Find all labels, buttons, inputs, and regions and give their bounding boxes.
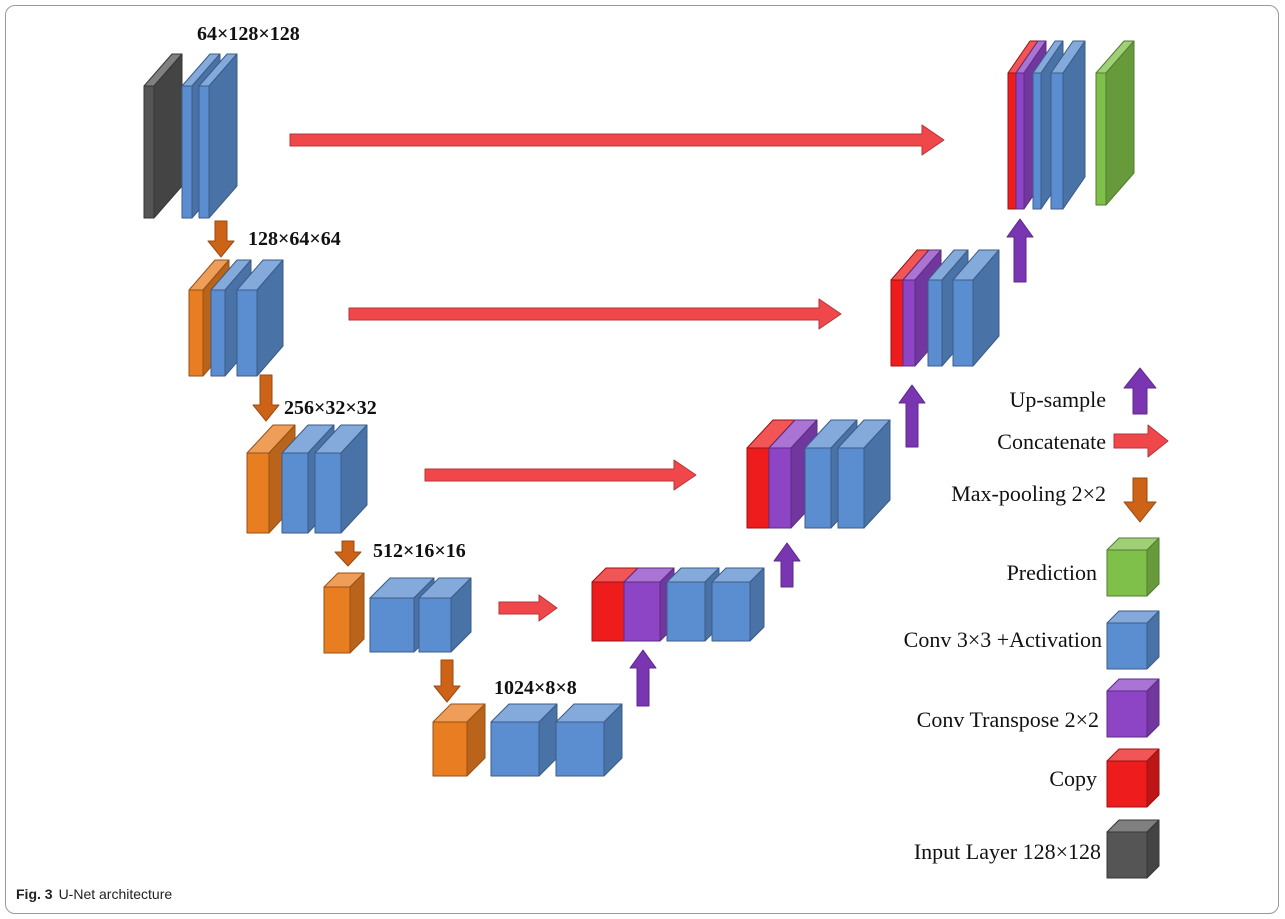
enc2-conv-b	[236, 259, 284, 377]
dec3-conv-b	[837, 419, 891, 529]
maxpool-arrow-1	[207, 220, 235, 258]
bottleneck-conv-a-front	[490, 721, 540, 777]
enc4-conv-b	[418, 577, 472, 653]
enc2-pool-front	[188, 289, 204, 377]
enc4-pool-front	[323, 586, 351, 654]
dec1-conv-b-front	[1050, 72, 1064, 210]
legend-maxpool-label: Max-pooling 2×2	[951, 481, 1106, 506]
legend-input-icon-front	[1106, 831, 1148, 879]
skip-arrow-4	[498, 594, 558, 622]
legend-prediction-icon-front	[1106, 549, 1148, 597]
bottleneck-conv-b	[555, 703, 623, 777]
enc1-conv-b-front	[198, 85, 210, 219]
bottleneck-pool	[432, 703, 486, 777]
dec3-conv-b-front	[837, 447, 865, 529]
output-prediction-front	[1095, 72, 1107, 206]
encoder-label-2: 128×64×64	[248, 228, 341, 250]
figure-number: Fig. 3	[16, 886, 53, 902]
enc4-conv-a-front	[369, 597, 415, 653]
upsample-arrow-1	[629, 649, 657, 707]
legend-copy-icon-front	[1106, 760, 1148, 808]
legend-conv-label: Conv 3×3 +Activation	[904, 627, 1102, 652]
enc4-pool	[323, 572, 365, 654]
legend-prediction-icon	[1106, 537, 1160, 597]
legend-copy-label: Copy	[1049, 766, 1097, 791]
input-layer	[143, 53, 183, 219]
bottleneck-conv-a	[490, 703, 558, 777]
legend-conv-transpose-icon-front	[1106, 690, 1148, 738]
dec1-copy-front	[1007, 72, 1017, 210]
legend-concatenate-icon	[1113, 424, 1169, 458]
dec4-conv-b-front	[711, 581, 751, 642]
dec2-copy-front	[890, 279, 904, 367]
dec4-conv-b	[711, 567, 765, 642]
legend-conv-transpose-label: Conv Transpose 2×2	[917, 707, 1099, 732]
legend-copy-icon	[1106, 748, 1160, 808]
skip-arrow-2	[348, 298, 842, 330]
legend-concatenate-label: Concatenate	[997, 429, 1106, 454]
encoder-label-3: 256×32×32	[284, 397, 377, 419]
enc4-conv-b-front	[418, 597, 452, 653]
bottleneck-pool-front	[432, 721, 468, 777]
dec4-conv-a-front	[666, 581, 706, 642]
dec3-conv-a-front	[804, 447, 832, 529]
enc4-pool-side	[349, 572, 365, 654]
input-layer-front	[143, 85, 155, 219]
enc1-conv-a-front	[181, 85, 193, 219]
maxpool-arrow-2	[252, 374, 280, 422]
maxpool-arrow-3	[334, 540, 362, 567]
enc3-conv-b	[314, 424, 368, 534]
figure-caption-text: U-Net architecture	[58, 886, 173, 902]
enc3-conv-b-front	[314, 452, 342, 534]
legend-maxpool-icon	[1123, 477, 1157, 523]
enc2-conv-b-front	[236, 289, 258, 377]
legend-conv-icon-front	[1106, 622, 1148, 670]
dec1-conv-b	[1050, 40, 1086, 210]
dec4-conv-a	[666, 567, 720, 642]
dec3-copy-front	[746, 447, 770, 529]
dec2-conv-a-front	[927, 279, 943, 367]
encoder-label-5: 1024×8×8	[494, 677, 577, 699]
upsample-arrow-4	[1006, 218, 1034, 283]
legend-conv-transpose-icon	[1106, 678, 1160, 738]
legend-conv-icon	[1106, 610, 1160, 670]
legend-input-label: Input Layer 128×128	[914, 839, 1101, 864]
enc3-conv-a-front	[281, 452, 309, 534]
figure-caption: Fig. 3 U-Net architecture	[16, 886, 172, 902]
dec2-convT-front	[902, 279, 916, 367]
legend-upsample-label: Up-sample	[1009, 387, 1106, 412]
dec1-convT-front	[1015, 72, 1025, 210]
enc1-conv-b	[198, 53, 238, 219]
dec4-copy-front	[591, 581, 625, 642]
enc2-conv-a-front	[210, 289, 226, 377]
output-prediction	[1095, 40, 1135, 206]
upsample-arrow-2	[773, 542, 801, 588]
skip-arrow-3	[424, 459, 697, 491]
encoder-label-1: 64×128×128	[197, 23, 300, 45]
layer-blocks	[143, 40, 1160, 879]
legend-input-icon	[1106, 819, 1160, 879]
dec2-conv-b	[952, 249, 1000, 367]
arrows	[207, 124, 1169, 707]
upsample-arrow-3	[898, 384, 926, 448]
bottleneck-conv-b-front	[555, 721, 605, 777]
maxpool-arrow-4	[433, 659, 461, 703]
skip-arrow-1	[289, 124, 945, 156]
legend-prediction-label: Prediction	[1007, 560, 1097, 585]
dec2-conv-b-front	[952, 279, 974, 367]
dec4-convT-front	[623, 581, 661, 642]
legend-upsample-icon	[1123, 367, 1157, 415]
encoder-label-4: 512×16×16	[373, 540, 466, 562]
dec3-convT-front	[768, 447, 792, 529]
enc3-pool-front	[246, 452, 270, 534]
dec1-conv-a-front	[1032, 72, 1042, 210]
